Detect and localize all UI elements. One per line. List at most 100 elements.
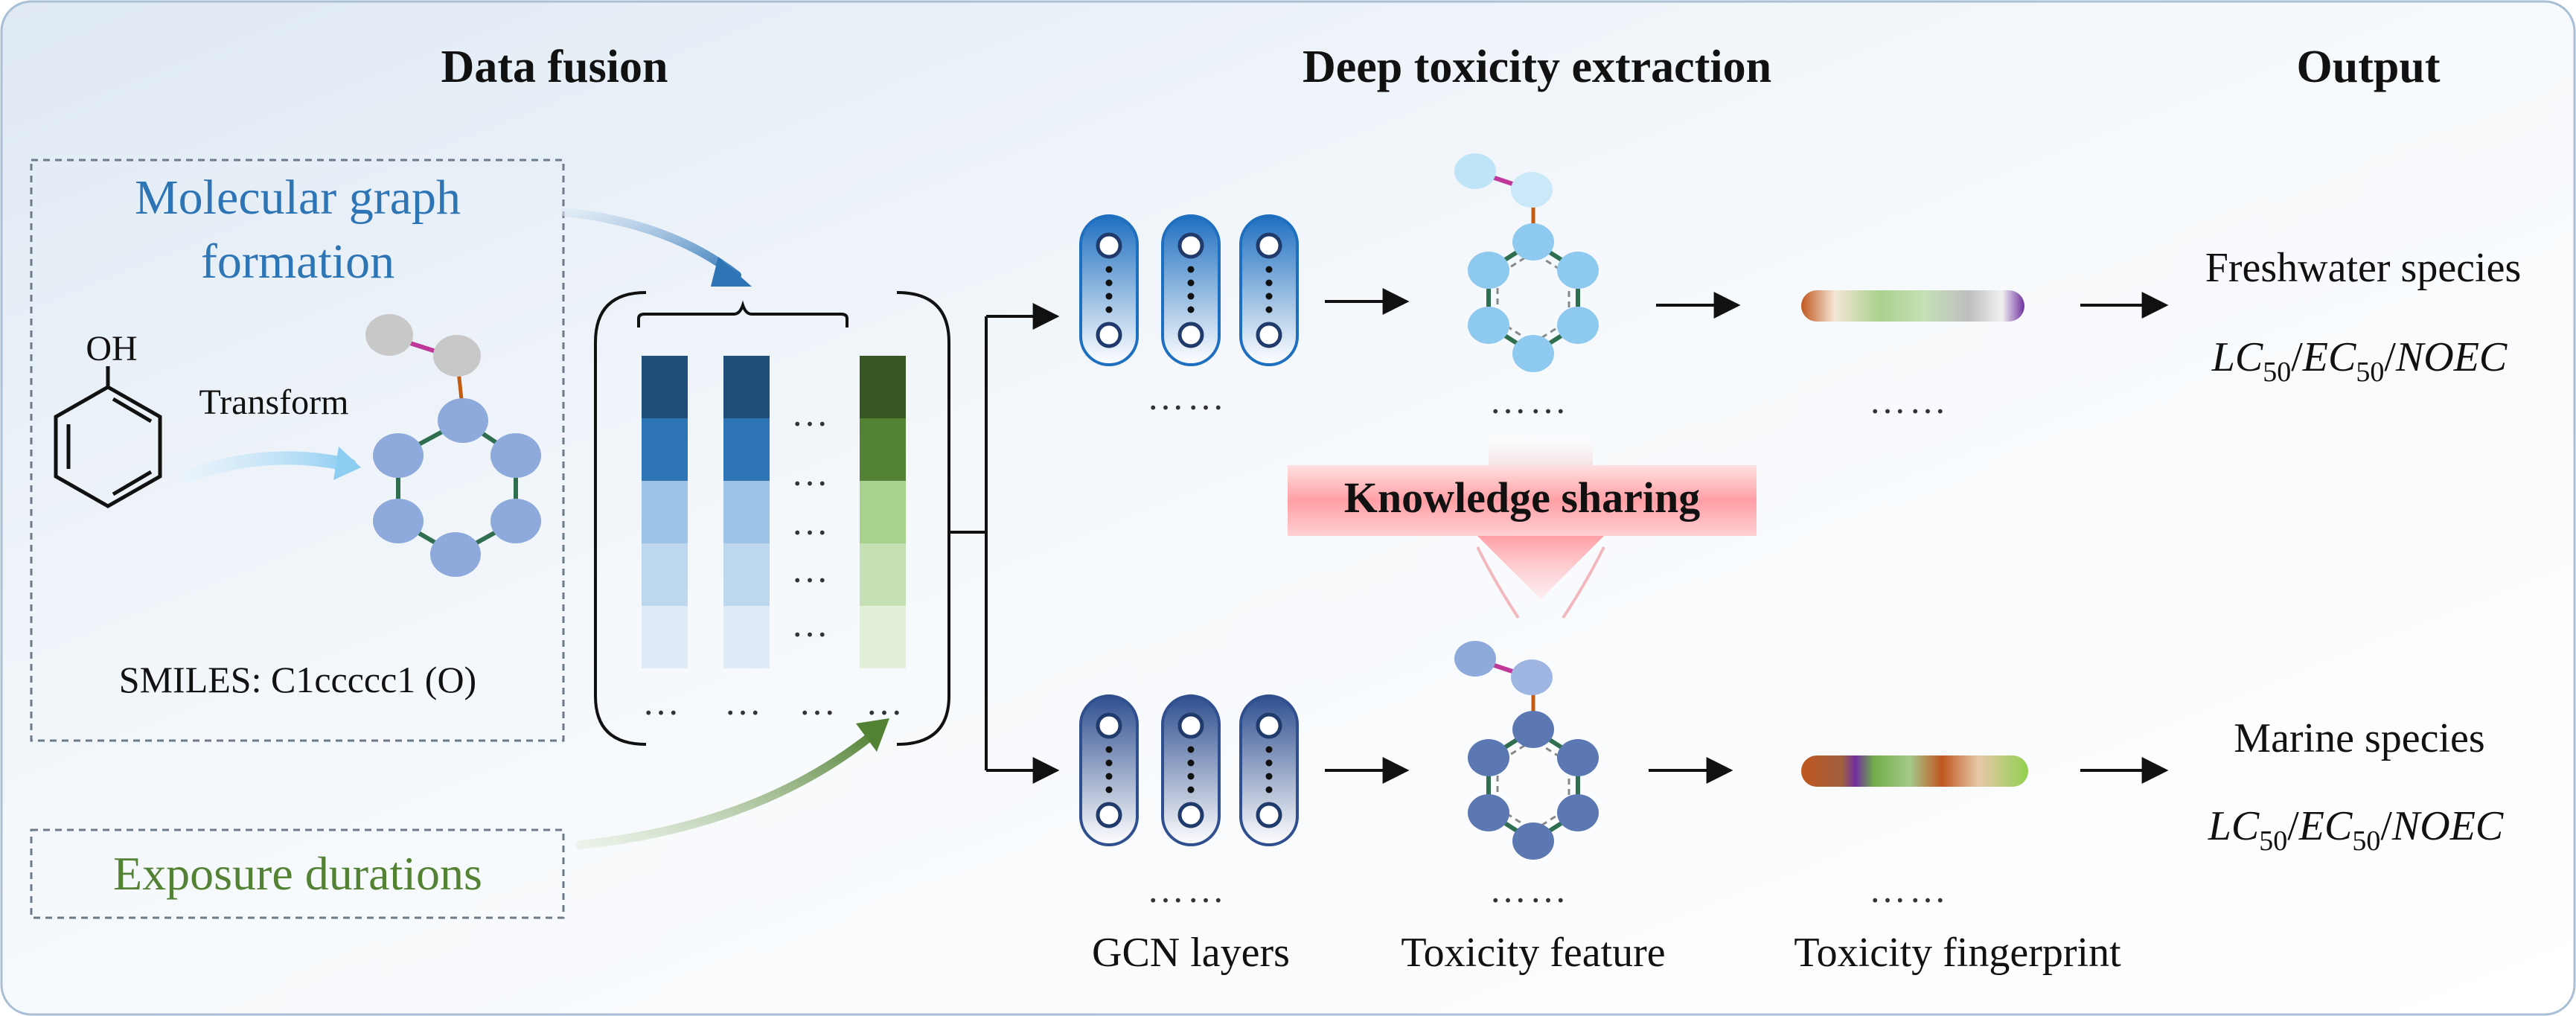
- gcn-dot: [1105, 759, 1113, 767]
- gcn-dot: [1105, 293, 1113, 300]
- matrix-cell: [860, 481, 906, 543]
- gcn-layers-marine: [1079, 694, 1299, 846]
- output-freshwater-species: Freshwater species: [2205, 245, 2522, 291]
- gcn-dot: [1105, 266, 1113, 273]
- marine-slash-2: /: [2380, 803, 2392, 849]
- gcn-layer: [1161, 214, 1221, 366]
- marine-metric-noec: NOEC: [2391, 803, 2504, 849]
- matrix-cell: [642, 481, 688, 543]
- exposure-durations-box: [30, 828, 565, 919]
- matrix-dots-bottom-1: …: [642, 681, 683, 723]
- feature-node: [1512, 223, 1554, 261]
- fresh-metric-lc: LC: [2211, 334, 2263, 380]
- matrix-dots-r5: …: [791, 603, 831, 645]
- gcn-dot: [1187, 746, 1195, 753]
- feature-node: [1512, 822, 1554, 860]
- gcn-dot: [1105, 746, 1113, 753]
- gcn-dot: [1187, 293, 1195, 300]
- marine-metric-ec-sub: 50: [2352, 825, 2380, 857]
- gcn-dot: [1265, 279, 1273, 287]
- marine-metric-lc: LC: [2208, 803, 2260, 849]
- gcn-dot: [1105, 786, 1113, 793]
- gcn-dot: [1187, 773, 1195, 780]
- feature-ellipsis-fresh: ……: [1489, 380, 1570, 421]
- gcn-node: [1256, 802, 1282, 828]
- gcn-dot: [1265, 786, 1273, 793]
- fresh-metric-lc-sub: 50: [2263, 357, 2291, 388]
- exposure-to-matrix-arrow: [576, 729, 879, 849]
- matrix-cell: [642, 543, 688, 606]
- header-output: Output: [2297, 42, 2441, 92]
- matrix-cell: [723, 418, 770, 481]
- marine-metric-lc-sub: 50: [2259, 825, 2287, 857]
- feature-node: [1468, 794, 1509, 831]
- feature-node: [1557, 794, 1599, 831]
- freshwater-flow-arrows: [1325, 288, 2169, 319]
- output-marine-species: Marine species: [2234, 715, 2484, 761]
- gcn-node: [1177, 322, 1204, 348]
- matrix-cell: [860, 356, 906, 418]
- feature-node: [1557, 739, 1599, 776]
- matrix-dots-r4: …: [791, 549, 831, 590]
- molecular-title-line1: Molecular graph: [135, 170, 461, 225]
- transform-label: Transform: [199, 383, 349, 422]
- fusion-matrix-columns: [642, 356, 906, 668]
- exposure-to-matrix-arrowhead: [856, 718, 889, 752]
- gcn-layers-freshwater: [1079, 214, 1299, 366]
- transform-arrow-head: [333, 447, 361, 480]
- output-freshwater-metrics: LC50/EC50/NOEC: [2211, 334, 2508, 388]
- gcn-node: [1256, 232, 1282, 259]
- gcn-layer: [1239, 694, 1299, 846]
- feature-node: [1511, 172, 1553, 208]
- gcn-dot: [1265, 746, 1273, 753]
- knowledge-sharing-block: Knowledge sharing: [1288, 435, 1757, 619]
- gcn-node: [1256, 712, 1282, 739]
- header-data-fusion: Data fusion: [441, 42, 668, 92]
- matrix-cell: [642, 606, 688, 668]
- matrix-dots-bottom-3: …: [799, 681, 839, 723]
- feature-node: [1557, 307, 1599, 344]
- matrix-cell: [723, 356, 770, 418]
- feature-node: [1468, 739, 1509, 776]
- gcn-dot: [1265, 293, 1273, 300]
- input-molecular-graph: [365, 314, 541, 577]
- matrix-cell: [860, 606, 906, 668]
- matrix-dots-r2: …: [791, 452, 831, 493]
- branch-splitter: [949, 303, 1060, 784]
- gcn-dot: [1187, 306, 1195, 313]
- gcn-dot: [1187, 279, 1195, 287]
- feature-node: [1454, 153, 1496, 189]
- matrix-left-bracket: [594, 291, 647, 746]
- gcn-node: [1096, 802, 1122, 828]
- oh-label: OH: [86, 329, 137, 368]
- matrix-cell: [723, 606, 770, 668]
- fingerprint-ellipsis-marine: ……: [1869, 869, 1949, 910]
- smiles-label: SMILES: C1ccccc1 (O): [119, 659, 476, 700]
- toxicity-feature-graph-freshwater: [1454, 153, 1599, 372]
- fusion-matrix-dots: … … … … … … … … …: [642, 392, 903, 723]
- gcn-layer: [1161, 694, 1221, 846]
- gcn-layer: [1079, 214, 1139, 366]
- toxicity-fingerprint-label: Toxicity fingerprint: [1794, 930, 2121, 976]
- fresh-metric-ec: EC: [2302, 334, 2356, 380]
- fresh-slash-1: /: [2291, 334, 2303, 380]
- fingerprint-ellipsis-fresh: ……: [1869, 380, 1949, 421]
- fresh-metric-ec-sub: 50: [2356, 357, 2384, 388]
- matrix-dots-r3: …: [791, 501, 831, 543]
- matrix-cell: [860, 418, 906, 481]
- gcn-node: [1096, 712, 1122, 739]
- fresh-slash-2: /: [2384, 334, 2396, 380]
- matrix-dots-r1: …: [791, 392, 831, 434]
- gcn-layers-label: GCN layers: [1092, 930, 1290, 976]
- knowledge-sharing-label: Knowledge sharing: [1344, 473, 1701, 522]
- matrix-cell: [723, 543, 770, 606]
- feature-ellipsis-marine: ……: [1489, 869, 1570, 910]
- molecular-graph-box: [30, 159, 565, 742]
- marine-metric-ec: EC: [2298, 803, 2353, 849]
- exposure-durations-label: Exposure durations: [113, 847, 482, 900]
- matrix-cell: [860, 543, 906, 606]
- gcn-dot: [1265, 306, 1273, 313]
- marine-slash-1: /: [2287, 803, 2299, 849]
- matrix-cell: [723, 481, 770, 543]
